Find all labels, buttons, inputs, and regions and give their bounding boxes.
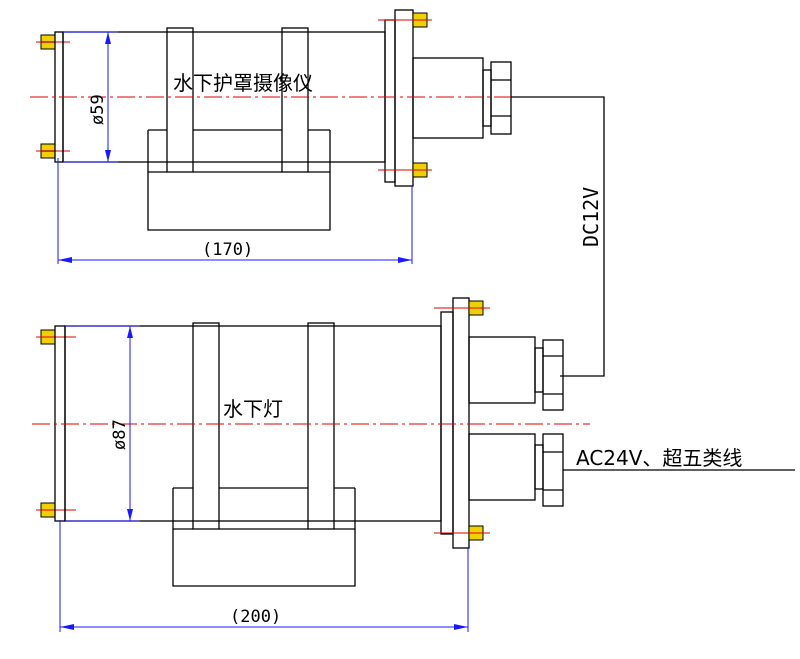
- lamp-diameter-dimension: [65, 325, 140, 522]
- camera-cable: [511, 96, 605, 377]
- camera-diameter-dimension: [63, 31, 118, 163]
- lamp-rear-bolts: [36, 329, 76, 518]
- camera-label: 水下护罩摄像仪: [173, 71, 313, 95]
- lamp-label: 水下灯: [223, 397, 283, 421]
- camera-rear-bolts: [36, 34, 70, 159]
- camera-length-dimension: [57, 158, 413, 264]
- lamp-length-dimension: [59, 520, 469, 632]
- camera-flange-bolts: [378, 12, 432, 178]
- camera-diameter-label: ø59: [88, 94, 108, 125]
- camera-length-label: (170): [202, 240, 253, 260]
- lamp-power-label: AC24V、超五类线: [576, 446, 742, 470]
- lamp-diameter-label: ø87: [110, 419, 130, 450]
- lamp-length-label: (200): [230, 607, 281, 627]
- lamp-flange-bolts: [434, 300, 490, 541]
- camera-housing: [36, 9, 512, 231]
- camera-power-label: DC12V: [579, 187, 603, 247]
